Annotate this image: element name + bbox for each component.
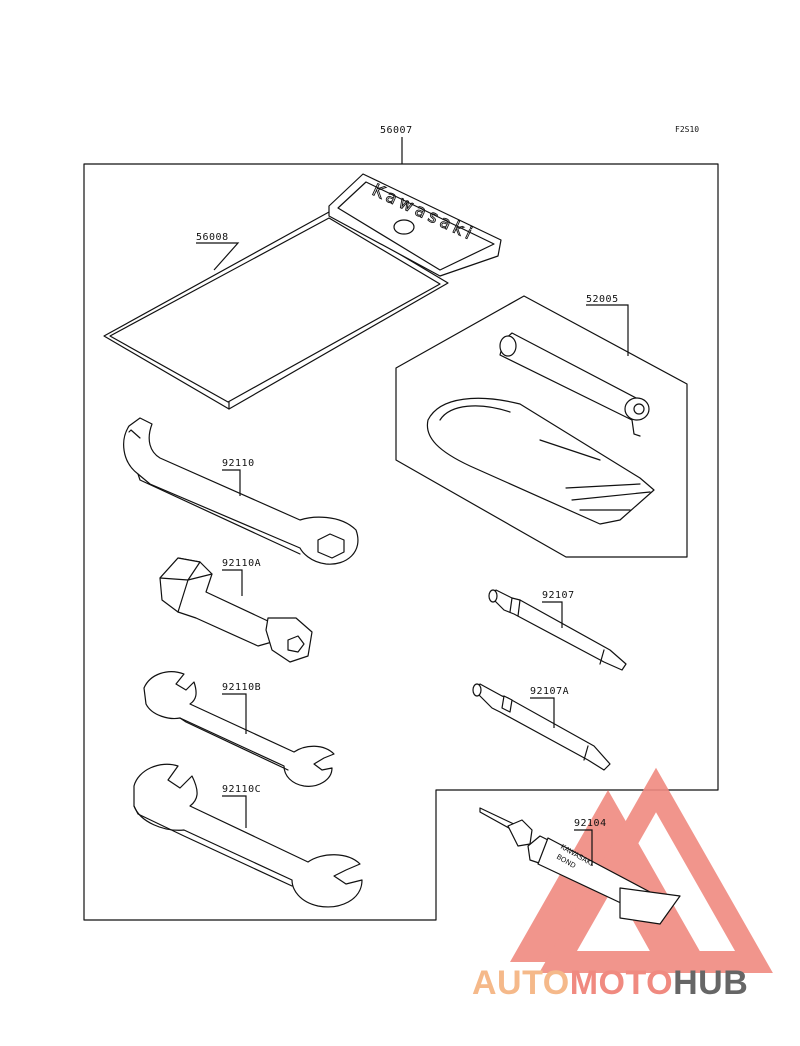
watermark-text: AUTOMOTOHUB bbox=[472, 964, 748, 1002]
part-number-label: 92104 bbox=[574, 818, 607, 829]
screwdriver-handle-drawing bbox=[472, 683, 611, 771]
part-number-label: 52005 bbox=[586, 294, 619, 305]
spanner-drawing bbox=[123, 417, 359, 565]
leader-line bbox=[222, 569, 243, 596]
part-number-label: 92110C bbox=[222, 784, 261, 795]
part-number-label: 92107A bbox=[530, 686, 569, 697]
plug-wrench-drawing bbox=[159, 557, 313, 663]
bond-tube-drawing: KAWASAKI BOND bbox=[479, 807, 681, 925]
part-number-label: 92110A bbox=[222, 558, 261, 569]
leader-line bbox=[196, 242, 240, 271]
part-number-label: 92110 bbox=[222, 458, 255, 469]
leader-line bbox=[222, 693, 247, 734]
watermark-moto: MOTO bbox=[570, 964, 673, 1002]
pump-kit-drawing bbox=[395, 295, 688, 558]
leader-line bbox=[222, 469, 241, 496]
small-wrench-drawing bbox=[143, 671, 335, 787]
leader-line bbox=[222, 795, 247, 828]
tool-bag-drawing: Kawasaki bbox=[103, 173, 502, 410]
watermark-hub: HUB bbox=[673, 964, 748, 1002]
leader-line bbox=[574, 829, 593, 866]
part-number-label: 56008 bbox=[196, 232, 229, 243]
screwdriver-drawing bbox=[488, 589, 627, 671]
kit-number-label: 56007 bbox=[380, 125, 413, 136]
kit-boundary bbox=[83, 163, 719, 921]
part-number-label: 92110B bbox=[222, 682, 261, 693]
bag-snap-button bbox=[393, 219, 415, 235]
part-number-label: 92107 bbox=[542, 590, 575, 601]
watermark-auto: AUTO bbox=[472, 964, 570, 1002]
watermark-logo bbox=[510, 767, 773, 973]
leader-line bbox=[530, 697, 555, 728]
figure-code: F2S10 bbox=[675, 125, 699, 134]
leader-line bbox=[586, 304, 629, 356]
large-wrench-drawing bbox=[133, 763, 363, 908]
leader-line bbox=[542, 601, 563, 628]
